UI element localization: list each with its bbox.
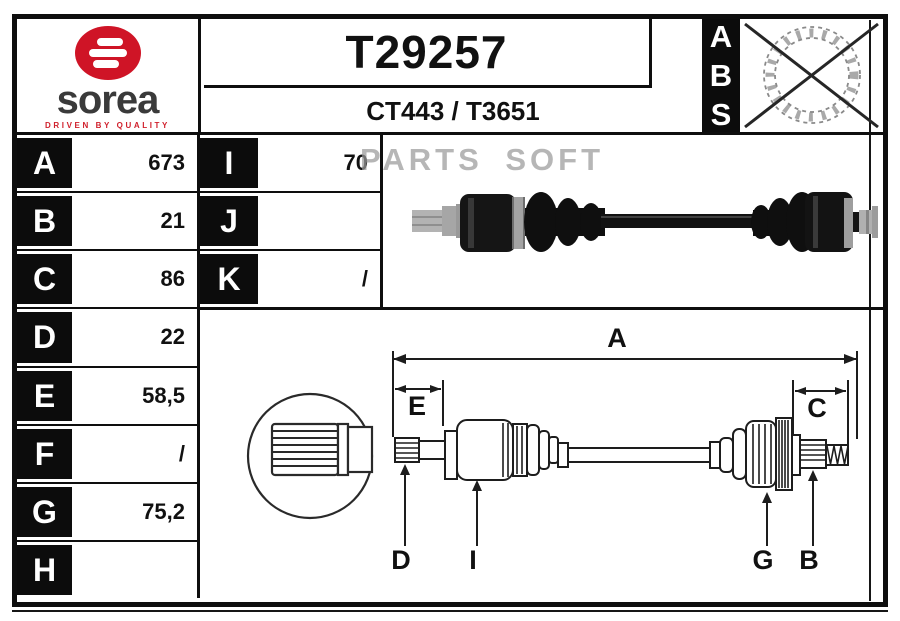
dim-value xyxy=(72,542,197,598)
callout-letter-i: I xyxy=(469,545,477,575)
abs-letter: A xyxy=(709,19,733,54)
dim-label: K xyxy=(200,254,258,304)
dim-label: B xyxy=(17,196,72,247)
dim-value: / xyxy=(178,440,185,466)
table-row: B 21 xyxy=(17,193,197,252)
abs-label-strip: A B S xyxy=(702,19,740,132)
dim-label: H xyxy=(17,544,72,595)
watermark: PARTS SOFT xyxy=(360,142,605,177)
dim-label: G xyxy=(17,486,72,537)
table-row: E 58,5 xyxy=(17,368,197,426)
part-number: T29257 xyxy=(204,19,652,88)
dim-value: / xyxy=(361,266,368,291)
dim-label: D xyxy=(17,312,72,363)
callout-letter-b: B xyxy=(799,545,819,575)
dim-letter-e: E xyxy=(407,391,427,421)
dim-label: E xyxy=(17,370,72,421)
table-row: J xyxy=(200,193,380,251)
dim-letter-c: C xyxy=(807,393,827,423)
dim-value: 22 xyxy=(160,324,185,350)
dimension-table-left: A 673 B 21 C 86 D 22 E 58,5 F / G 75,2 H xyxy=(17,135,197,598)
outer-frame xyxy=(12,14,888,607)
brand-logo-cell: sorea DRIVEN BY QUALITY xyxy=(17,19,201,132)
brand-logo-icon xyxy=(74,26,141,80)
abs-letter: B xyxy=(709,58,733,93)
dim-value: 75,2 xyxy=(142,498,185,524)
dim-value: 86 xyxy=(160,266,185,292)
callout-letter-g: G xyxy=(752,545,774,575)
dim-label: C xyxy=(17,254,72,305)
header-divider xyxy=(17,132,883,135)
frame-accent-line-right xyxy=(869,20,871,601)
no-abs-ring-cell xyxy=(740,19,883,132)
crossed-out-abs-ring-icon xyxy=(744,22,879,129)
table-divider-vertical xyxy=(197,135,200,598)
brand-tagline: DRIVEN BY QUALITY xyxy=(45,121,170,130)
dim-label: F xyxy=(17,428,72,479)
dimension-table-right: I 70 J K / xyxy=(200,135,380,307)
table-row: K / xyxy=(200,251,380,307)
table-row: D 22 xyxy=(17,309,197,368)
ijk-divider-vertical xyxy=(380,135,383,307)
table-row: H xyxy=(17,542,197,598)
dim-value: 21 xyxy=(160,208,185,234)
dim-value xyxy=(258,193,380,249)
abs-letter: S xyxy=(710,97,732,132)
dim-label: I xyxy=(200,138,258,188)
table-row: F / xyxy=(17,426,197,484)
table-row: G 75,2 xyxy=(17,484,197,542)
frame-accent-line-bottom xyxy=(12,610,888,612)
dim-value: 673 xyxy=(148,150,185,176)
header-empty-cell xyxy=(655,19,702,88)
photo-drawing-divider xyxy=(197,307,883,310)
table-row: A 673 xyxy=(17,135,197,194)
driveshaft-drawing xyxy=(246,351,858,546)
callout-letter-d: D xyxy=(391,545,411,575)
brand-name: sorea xyxy=(56,78,160,122)
reference-number: CT443 / T3651 xyxy=(366,96,540,126)
driveshaft-photo xyxy=(412,192,878,252)
dim-label: J xyxy=(200,196,258,246)
dim-value: 70 xyxy=(343,150,368,175)
dim-value: 58,5 xyxy=(142,382,185,408)
table-row: I 70 xyxy=(200,135,380,193)
dim-label: A xyxy=(17,138,72,189)
table-row: C 86 xyxy=(17,251,197,310)
dim-letter-a: A xyxy=(607,323,627,353)
